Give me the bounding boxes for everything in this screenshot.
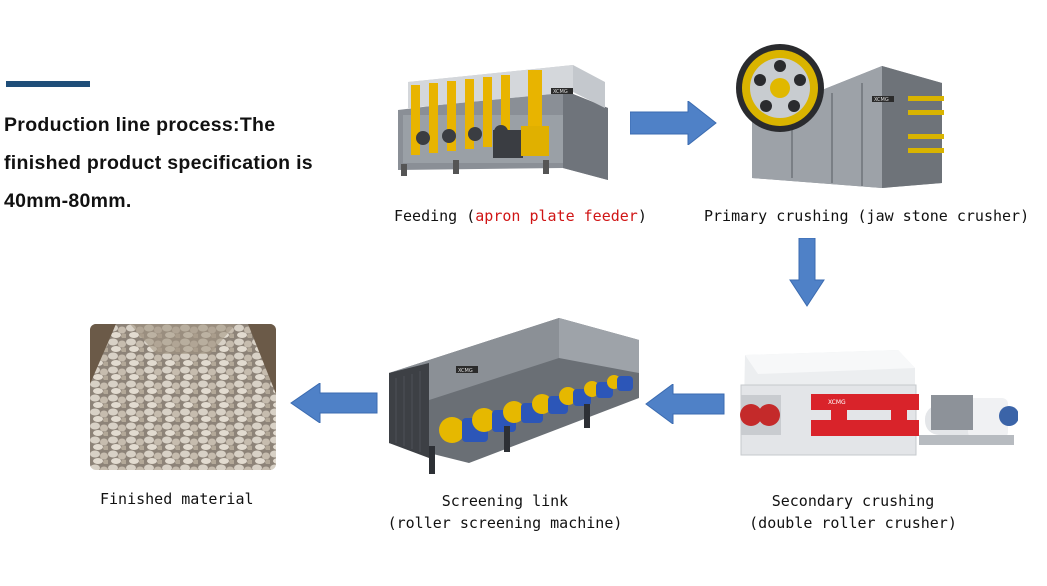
- intro-line-2: finished product specification is: [4, 152, 313, 174]
- intro-line-3: 40mm-80mm.: [4, 190, 132, 212]
- caption-secondary-line2: (double roller crusher): [749, 514, 957, 532]
- jaw-crusher-image: XCMG: [736, 44, 944, 188]
- caption-finished: Finished material: [100, 490, 254, 508]
- feeder-badge: XCMG: [553, 89, 568, 95]
- caption-feeding-prefix: Feeding (: [394, 207, 476, 225]
- caption-secondary: Secondary crushing (double roller crushe…: [742, 490, 964, 534]
- caption-feeding-suffix: ): [637, 207, 647, 225]
- arrow-right: [630, 101, 717, 145]
- finished-material-image: [90, 324, 276, 470]
- roller-screen-image: XCMG: [389, 318, 639, 474]
- intro-text: Production line process:The finished pro…: [4, 106, 354, 220]
- accent-bar: [6, 81, 90, 87]
- caption-secondary-line1: Secondary crushing: [771, 492, 935, 510]
- caption-feeding-highlight: apron plate feeder: [475, 207, 638, 225]
- arrow-left-2: [290, 383, 378, 423]
- roller-crusher-badge: XCMG: [828, 399, 846, 406]
- intro-line-1: Production line process:The: [4, 114, 276, 136]
- caption-feeding: Feeding (apron plate feeder): [394, 205, 647, 227]
- arrow-left-1: [645, 384, 725, 424]
- screen-badge: XCMG: [458, 368, 473, 374]
- jaw-badge: XCMG: [874, 97, 889, 103]
- caption-screening-line2: (roller screening machine): [387, 514, 623, 532]
- apron-feeder-image: XCMG: [398, 65, 608, 180]
- caption-primary: Primary crushing (jaw stone crusher): [704, 207, 1030, 225]
- arrow-down: [789, 238, 825, 307]
- roller-crusher-image: XCMG: [740, 350, 1018, 456]
- caption-screening-line1: Screening link: [441, 492, 569, 510]
- caption-screening: Screening link (roller screening machine…: [380, 490, 630, 534]
